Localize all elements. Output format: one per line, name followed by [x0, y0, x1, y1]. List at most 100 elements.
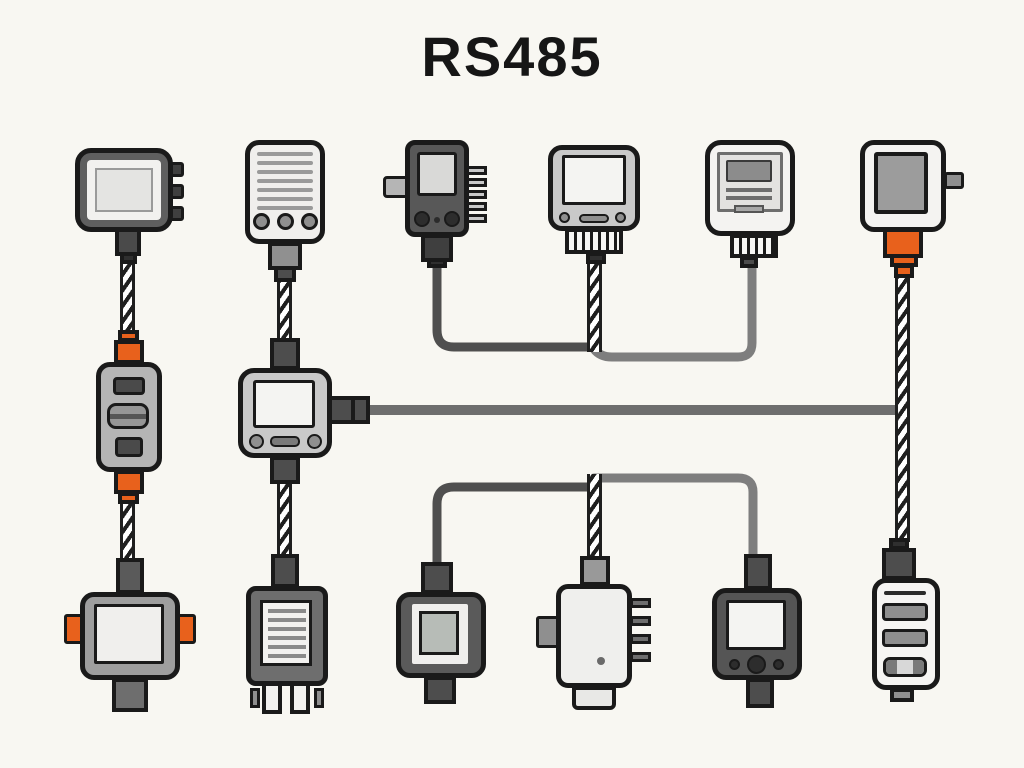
- display-module-dark: [75, 148, 173, 232]
- side-fin: [630, 652, 651, 662]
- connector-stub: [270, 456, 300, 484]
- indicator-dot: [434, 217, 440, 223]
- side-fin: [466, 214, 487, 223]
- braided-cable-6: [587, 474, 602, 558]
- vent-line: [257, 179, 313, 183]
- side-tab: [944, 172, 964, 189]
- orange-connector: [114, 470, 144, 494]
- coupler-knob: [107, 403, 149, 429]
- vent-line: [257, 206, 313, 210]
- cable-ferrule: [740, 256, 758, 268]
- screen-frame: [412, 604, 468, 664]
- connector-stub: [270, 338, 300, 370]
- slider-track: [897, 660, 913, 674]
- pill-button: [270, 436, 300, 447]
- cable-ferrule: [120, 252, 137, 264]
- button: [444, 211, 460, 227]
- vent-module-light: [245, 140, 325, 244]
- cable-ferrule: [586, 252, 606, 264]
- vent-line: [257, 152, 313, 156]
- square-screen-module-dark: [396, 592, 486, 678]
- prong-tab: [314, 688, 324, 708]
- io-module-dark: [405, 140, 469, 237]
- braided-cable-5: [587, 260, 602, 352]
- orange-connector: [114, 340, 144, 364]
- remote-module-white: [872, 578, 940, 690]
- panel-line: [726, 196, 772, 200]
- bar-button: [882, 629, 928, 647]
- cable-ferrule: [274, 266, 296, 282]
- side-fin: [466, 190, 487, 199]
- side-fin: [466, 166, 487, 175]
- screen: [726, 600, 786, 650]
- vent-line: [268, 609, 306, 613]
- braided-cable-7: [895, 278, 910, 542]
- slider-cap: [886, 660, 897, 674]
- vent-line: [257, 188, 313, 192]
- button: [301, 213, 318, 230]
- button: [615, 212, 626, 223]
- top-daisy-cable-right: [589, 257, 757, 362]
- button: [277, 213, 294, 230]
- button: [747, 655, 766, 674]
- side-fin: [630, 598, 651, 608]
- orange-ferrule: [894, 264, 914, 278]
- hub-module: [238, 368, 332, 458]
- side-fin: [466, 202, 487, 211]
- button: [773, 659, 784, 670]
- plug-prong: [290, 682, 310, 714]
- camera-module-dark: [712, 588, 802, 680]
- coupler-button: [115, 437, 143, 457]
- knob-line: [110, 414, 146, 419]
- vent-line: [268, 654, 306, 658]
- braided-cable-1: [120, 260, 135, 336]
- connector-stub: [744, 554, 772, 590]
- square-screen-module: [860, 140, 946, 232]
- vent-plug-module: [246, 586, 328, 686]
- button: [249, 434, 264, 449]
- vent-line: [268, 627, 306, 631]
- button: [414, 211, 430, 227]
- screen: [94, 604, 164, 664]
- connector-stub: [421, 562, 453, 594]
- screen-frame: [87, 160, 161, 220]
- panel-line: [726, 188, 772, 192]
- slider-cap: [913, 660, 924, 674]
- vent-line: [268, 618, 306, 622]
- connector-stub: [572, 686, 616, 710]
- top-line: [884, 591, 926, 595]
- screen: [417, 152, 457, 196]
- connector-stub: [890, 688, 914, 702]
- pill-button: [579, 214, 609, 223]
- plug-prong: [262, 682, 282, 714]
- screen-module-gray: [80, 592, 180, 680]
- braided-cable-3: [277, 278, 292, 342]
- indicator-dot: [597, 657, 605, 665]
- connector-stub: [580, 556, 610, 586]
- terminal-module-white: [556, 584, 632, 688]
- vent-line: [268, 645, 306, 649]
- bottom-daisy-cable-right: [589, 473, 758, 567]
- connector-stub: [116, 558, 144, 594]
- connector-stub: [112, 678, 148, 712]
- inline-coupler: [96, 362, 162, 472]
- screen: [95, 168, 153, 212]
- coupler-button: [113, 377, 145, 395]
- diagram-title: RS485: [421, 25, 603, 88]
- screen: [562, 155, 626, 205]
- button: [307, 434, 322, 449]
- vent-line: [257, 161, 313, 165]
- connector-stub: [746, 678, 774, 708]
- screen: [874, 152, 928, 214]
- connector-stub: [882, 548, 916, 580]
- vent-line: [257, 170, 313, 174]
- bar-button: [882, 603, 928, 621]
- braided-cable-2: [120, 500, 135, 562]
- side-fin: [630, 634, 651, 644]
- button: [559, 212, 570, 223]
- ribbed-connector: [565, 228, 623, 254]
- connector-stub: [271, 554, 299, 588]
- screen: [253, 380, 315, 428]
- vent-panel: [260, 600, 312, 666]
